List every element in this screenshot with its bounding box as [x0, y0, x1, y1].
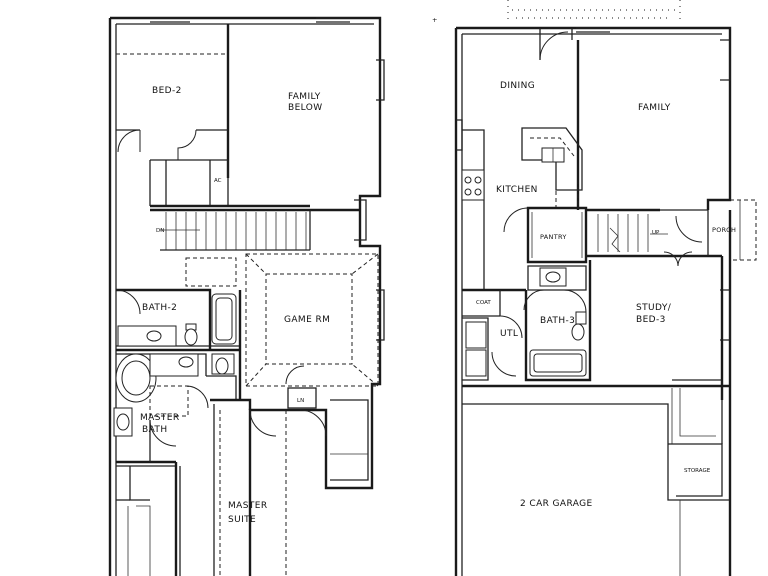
lower-floor-plan: +: [432, 0, 757, 576]
svg-text:+: +: [432, 16, 438, 24]
kitchen-island: [521, 127, 583, 191]
label-study-1: STUDY/: [636, 303, 672, 313]
label-dn: DN: [156, 228, 164, 234]
label-coat: COAT: [476, 300, 491, 306]
label-pantry: PANTRY: [540, 233, 567, 241]
label-garage: 2 CAR GARAGE: [520, 499, 593, 509]
label-master-bath-2: BATH: [142, 425, 168, 435]
master-toilet: [215, 357, 229, 375]
label-master-suite-2: SUITE: [228, 515, 256, 525]
label-game-rm: GAME RM: [284, 315, 330, 325]
utility-sink: [545, 271, 561, 283]
lower-stair-treads: [597, 214, 668, 253]
label-bed2: BED-2: [152, 86, 182, 96]
label-family-below-1: FAMILY: [288, 92, 321, 102]
linen-closet: [287, 387, 317, 409]
range: [461, 169, 485, 201]
label-storage: STORAGE: [684, 468, 711, 474]
label-dining: DINING: [500, 81, 535, 91]
label-master-bath-1: MASTER: [140, 413, 179, 423]
label-up: UP: [652, 230, 660, 236]
bath2-toilet: [184, 328, 198, 346]
label-kitchen: KITCHEN: [496, 185, 538, 195]
label-linen: LN: [297, 398, 304, 404]
washer: [465, 321, 487, 349]
upper-floor-plan: BED-2 FAMILY BELOW AC DN BATH-2 GAME RM …: [108, 16, 385, 576]
upper-stair-treads: [160, 210, 311, 251]
label-family: FAMILY: [638, 103, 671, 113]
label-study-2: BED-3: [636, 315, 666, 325]
bath3-toilet: [571, 323, 585, 341]
label-master-suite-1: MASTER: [228, 501, 267, 511]
label-bath3: BATH-3: [540, 316, 575, 326]
master-sink: [178, 356, 194, 368]
label-ac: AC: [214, 178, 222, 184]
label-family-below-2: BELOW: [288, 103, 323, 113]
label-bath2: BATH-2: [142, 303, 177, 313]
dryer: [465, 349, 487, 377]
label-utl: UTL: [500, 329, 518, 339]
label-porch: PORCH: [712, 226, 736, 234]
bath2-sink: [146, 330, 162, 342]
